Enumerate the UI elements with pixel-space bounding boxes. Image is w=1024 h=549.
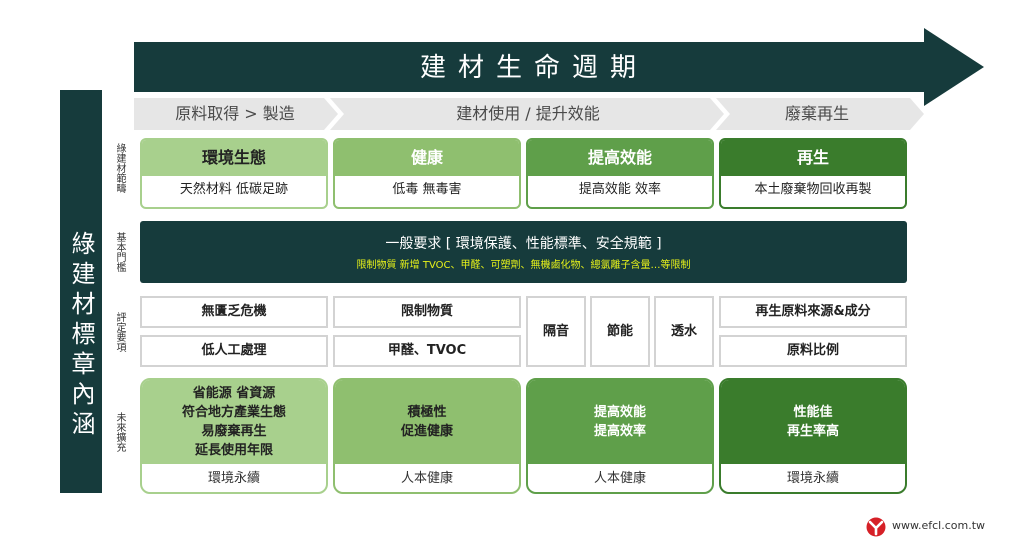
criteria-item: 原料比例	[719, 335, 907, 367]
row-label-criteria: 評定要項	[114, 312, 125, 352]
lifecycle-arrow	[134, 28, 984, 106]
future-card-health: 積極性 促進健康 人本健康	[333, 378, 521, 494]
scope-card-head: 再生	[721, 140, 905, 176]
future-card-line: 提高效率	[593, 424, 646, 439]
stage-recycle: 廢棄再生	[784, 104, 849, 123]
future-card-line: 符合地方產業生態	[181, 405, 286, 420]
stage-use: 建材使用 / 提升效能	[456, 104, 600, 123]
future-card-line: 提高效能	[593, 405, 646, 420]
future-card-top: 省能源 省資源 符合地方產業生態 易廢棄再生 延長使用年限	[142, 380, 326, 464]
future-card-bottom: 環境永續	[786, 471, 839, 486]
future-card-top: 積極性 促進健康	[335, 380, 519, 464]
row-label-basic: 基本門檻	[114, 232, 125, 272]
scope-card-body: 低毒 無毒害	[392, 182, 462, 197]
basic-threshold-detail: 限制物質 新增 TVOC、甲醛、可塑劑、無機鹵化物、總氯離子含量…等限制	[356, 260, 691, 271]
scope-card-body: 提高效能 效率	[578, 182, 662, 197]
scope-card-head: 環境生態	[142, 140, 326, 176]
lifecycle-title: 建材生命週期	[419, 53, 648, 83]
basic-threshold-banner: 一般要求 [ 環境保護、性能標準、安全規範 ] 限制物質 新增 TVOC、甲醛、…	[140, 221, 907, 283]
criteria-item: 節能	[590, 296, 650, 367]
scope-card-recycle: 再生 本土廢棄物回收再製	[719, 138, 907, 209]
row-label-future: 未來擴充	[114, 412, 125, 452]
side-title: 綠建材標章內涵	[60, 90, 102, 493]
future-card-line: 延長使用年限	[194, 443, 273, 458]
scope-card-head: 健康	[335, 140, 519, 176]
future-card-top: 提高效能 提高效率	[528, 380, 712, 464]
future-card-efficiency: 提高效能 提高效率 人本健康	[526, 378, 714, 494]
scope-card-head: 提高效能	[528, 140, 712, 176]
future-card-line: 再生率高	[786, 424, 839, 439]
future-card-recycle: 性能佳 再生率高 環境永續	[719, 378, 907, 494]
criteria-item: 甲醛、TVOC	[333, 335, 521, 367]
scope-card-body: 本土廢棄物回收再製	[754, 182, 872, 197]
footer-url[interactable]: www.efcl.com.tw	[892, 519, 986, 532]
criteria-item: 隔音	[526, 296, 586, 367]
future-card-bottom: 人本健康	[400, 471, 453, 486]
future-card-line: 省能源 省資源	[192, 386, 276, 401]
stage-chevrons	[134, 98, 924, 130]
stage-raw-material: 原料取得 > 製造	[175, 104, 295, 123]
future-card-line: 積極性	[407, 405, 447, 420]
row-label-scope: 綠建材範疇	[114, 143, 125, 193]
criteria-item: 限制物質	[333, 296, 521, 328]
scope-card-body: 天然材料 低碳足跡	[179, 182, 289, 197]
criteria-item: 再生原料來源&成分	[719, 296, 907, 328]
future-card-bottom: 人本健康	[593, 471, 646, 486]
future-card-line: 易廢棄再生	[201, 424, 267, 439]
criteria-item: 透水	[654, 296, 714, 367]
efcl-logo-icon	[866, 517, 886, 537]
basic-threshold-main: 一般要求 [ 環境保護、性能標準、安全規範 ]	[385, 236, 662, 252]
future-card-top: 性能佳 再生率高	[721, 380, 905, 464]
criteria-item: 低人工處理	[140, 335, 328, 367]
future-card-bottom: 環境永續	[207, 471, 260, 486]
scope-card-health: 健康 低毒 無毒害	[333, 138, 521, 209]
future-card-line: 促進健康	[400, 424, 453, 439]
future-card-eco: 省能源 省資源 符合地方產業生態 易廢棄再生 延長使用年限 環境永續	[140, 378, 328, 494]
criteria-item: 無匱乏危機	[140, 296, 328, 328]
scope-card-efficiency: 提高效能 提高效能 效率	[526, 138, 714, 209]
scope-card-eco: 環境生態 天然材料 低碳足跡	[140, 138, 328, 209]
future-card-line: 性能佳	[793, 405, 833, 420]
